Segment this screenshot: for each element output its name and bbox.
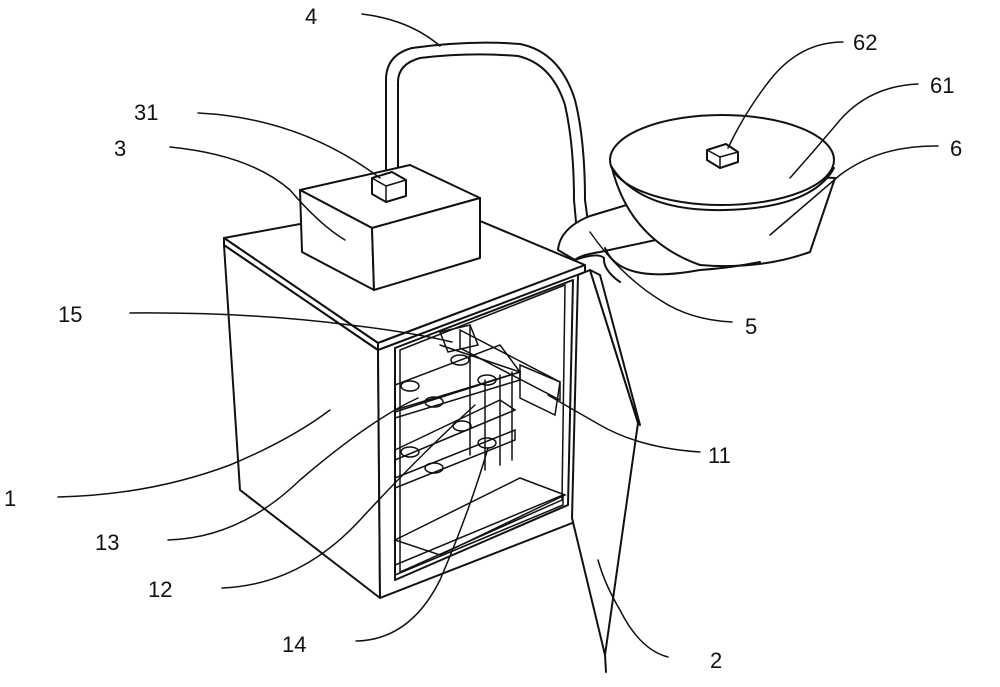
label-1: 1 — [4, 486, 16, 511]
leader-2 — [597, 559, 669, 658]
drum-container — [604, 114, 836, 276]
label-2: 2 — [710, 648, 722, 673]
leader-14 — [355, 447, 489, 642]
leader-3 — [169, 146, 346, 241]
reference-labels: 1 2 3 31 4 5 6 61 62 11 12 13 14 15 — [4, 4, 962, 673]
label-13: 13 — [95, 530, 119, 555]
rack — [394, 324, 561, 490]
label-15: 15 — [58, 302, 82, 327]
label-3: 3 — [114, 136, 126, 161]
rack-hole — [400, 380, 420, 392]
label-62: 62 — [853, 30, 877, 55]
door — [571, 269, 641, 673]
label-6: 6 — [950, 136, 962, 161]
leader-62 — [727, 41, 844, 149]
rack-hole — [400, 446, 420, 458]
leader-5 — [589, 231, 733, 323]
leader-11 — [547, 394, 701, 453]
label-31: 31 — [134, 100, 158, 125]
label-11: 11 — [708, 443, 731, 468]
rack-hole — [477, 374, 497, 386]
leader-4 — [361, 13, 441, 47]
label-61: 61 — [930, 73, 954, 98]
leader-12 — [221, 404, 476, 589]
leader-61 — [789, 83, 919, 179]
leader-13 — [167, 397, 419, 541]
leader-15 — [129, 312, 453, 343]
rack-hole — [424, 462, 444, 474]
label-5: 5 — [745, 314, 757, 339]
leader-6 — [769, 145, 939, 236]
connector — [371, 171, 407, 203]
leader-31 — [197, 112, 381, 179]
rack-hole — [450, 354, 470, 366]
rack-hole — [477, 437, 497, 449]
label-14: 14 — [282, 632, 306, 657]
hose — [385, 41, 589, 223]
leader-lines — [57, 13, 939, 658]
label-4: 4 — [305, 4, 317, 29]
label-12: 12 — [148, 577, 172, 602]
leader-1 — [57, 409, 331, 498]
rack-hole — [424, 396, 444, 408]
